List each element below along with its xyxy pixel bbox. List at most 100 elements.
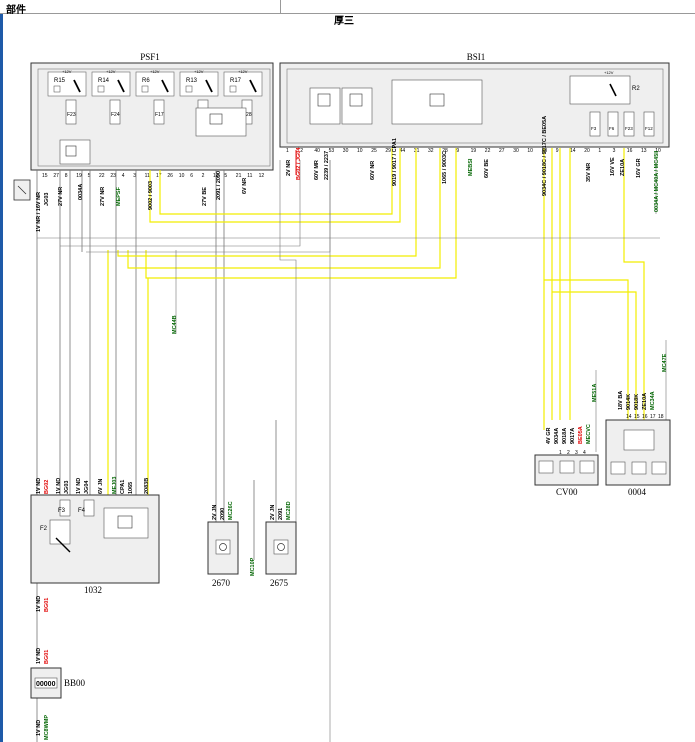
bsi1-pin-number: 10 <box>655 148 661 154</box>
bsi1-module-main-icon <box>429 93 445 107</box>
psf1-fuse <box>109 99 121 125</box>
psf1-pin-number: 15 <box>42 173 48 179</box>
c1032-conn-1: 1V ND <box>36 478 42 494</box>
bsi1-pin-number: 10 <box>357 148 363 154</box>
yellow-wire-1 <box>149 148 401 223</box>
comp-bb00-box[interactable]: 00000 <box>30 667 62 699</box>
psf1-fuse <box>153 99 165 125</box>
psf1-relay-coil <box>73 79 81 93</box>
psf1-pin-number: 8 <box>65 173 68 179</box>
psf1-module-left <box>59 139 91 165</box>
bsi1-fuse-label: F23 <box>625 126 633 131</box>
mass-me44b: MC44B <box>172 315 178 334</box>
bsi1-pin-number: 1 <box>286 148 289 154</box>
c2670-wire-2: MC26C <box>228 501 234 520</box>
bsi1-module-2-icon <box>349 93 363 107</box>
c2675-wire-2: MC28D <box>286 501 292 520</box>
comp-0004-box[interactable] <box>605 419 671 486</box>
bsi1-relay-box <box>569 75 631 105</box>
c0004-wire-1: 9014K <box>626 394 632 410</box>
bsi1-relay-coil <box>609 83 617 97</box>
psf1-relay-coil <box>205 79 213 93</box>
bsi1-fuse-label: F3 <box>591 126 597 131</box>
psf1-relay-4 <box>179 71 219 97</box>
psf1-fuse <box>65 99 77 125</box>
comp-cv00-box[interactable] <box>534 454 599 486</box>
c2675-conn: 2V JN <box>270 505 276 520</box>
bsi1-pin-number: 2 <box>300 148 303 154</box>
yellow-wire-0004c <box>623 148 645 420</box>
bsi1-pin-number: 40 <box>314 148 320 154</box>
bsi1-pin-number: 25 <box>371 148 377 154</box>
comp-1032-name: 1032 <box>84 585 102 595</box>
psf1-conn-2-wire: 0034A <box>78 184 84 200</box>
bsi1-pin-number: 10 <box>527 148 533 154</box>
cv00-pin-2: 2 <box>567 450 570 456</box>
c1032-conn-2-wire: JG03 <box>64 481 70 494</box>
psf1-pin-number: 4 <box>122 173 125 179</box>
wire-harness <box>36 148 667 742</box>
mass-labels: MC44B ME51A MC47E MC10P <box>172 315 668 576</box>
psf1-pin-number: 5 <box>224 173 227 179</box>
bsi1-pin-number: 14 <box>570 148 576 154</box>
bsi1-conn-9-wire: ZE10A <box>620 159 626 176</box>
cv00-pin-1: 1 <box>559 450 562 456</box>
c0004-pin-1: 14 <box>626 414 632 420</box>
psf1-relay-label: R17 <box>230 78 242 84</box>
c0004-pin-2: 15 <box>634 414 640 420</box>
psf1-supply-label: +12V <box>106 69 116 74</box>
psf1-conn-5-wire: 2091 / 2090 <box>216 171 222 200</box>
psf1-relay-label: R13 <box>186 78 198 84</box>
psf1-relay-label: R15 <box>54 78 66 84</box>
tab-label: 部件 <box>6 5 26 16</box>
psf1-relay-1 <box>47 71 87 97</box>
bsi1-pin-number: 13 <box>641 148 647 154</box>
bb00-top-wire: BG01 <box>44 650 50 664</box>
bsi1-pin-number: 31 <box>414 148 420 154</box>
psf1-pin-number: 23 <box>110 173 116 179</box>
bsi1-pin-number: 53 <box>329 148 335 154</box>
bsi1-conn-1: 2V NR <box>286 160 292 176</box>
psf1-relay-coil <box>161 79 169 93</box>
comp-1032-box[interactable] <box>30 494 160 584</box>
comp-2675-box[interactable] <box>265 521 297 575</box>
comp-0004-labels: 18V BA 9014K 9018K ZE10A MC34A 14 15 16 … <box>618 391 664 420</box>
bsi1-conn-6: 60V BE <box>484 159 490 178</box>
top-header-bar: 部件 <box>0 0 695 16</box>
psf1-pin-number: 21 <box>236 173 242 179</box>
mass-me51a: ME51A <box>592 384 598 402</box>
bsi1-fuse-label: F12 <box>645 126 653 131</box>
psf1-pin-number: 22 <box>99 173 105 179</box>
psf1-relay-coil <box>117 79 125 93</box>
psf1-supply-label: +12V <box>194 69 204 74</box>
bb00-top-conn: 1V ND <box>36 648 42 664</box>
yellow-wire-2 <box>159 148 393 215</box>
psf1-module-icon <box>65 145 77 157</box>
tab-cell[interactable]: 部件 <box>0 0 281 16</box>
bsi1-conn-8: 35V NR <box>586 163 592 182</box>
comp-2670-box[interactable] <box>207 521 239 575</box>
psf1-pin-number: 10 <box>179 173 185 179</box>
psf1-conn-5: 27V BE <box>202 187 208 206</box>
psf1-supply-label: +12V <box>238 69 248 74</box>
fuse-f4: F4 <box>78 508 86 514</box>
bsi1-pin-number: 3 <box>613 148 616 154</box>
psf1-pin-number: 11 <box>145 173 150 179</box>
fuse-f3: F3 <box>58 508 66 514</box>
bsi1-pin-number: 1 <box>598 148 601 154</box>
bsi1-conn-7: 9034C / 9018C / 9017C / BE05A <box>542 116 548 196</box>
c0004-wire-4: MC34A <box>650 391 656 410</box>
psf1-relay-coil <box>249 79 257 93</box>
c1032-bottom-conn: 1V ND <box>36 596 42 612</box>
psf1-fuse-label: F28 <box>243 112 252 118</box>
psf1-pin-number: 11 <box>247 173 252 179</box>
comp-2670-labels: 2V JN 2090 MC26C <box>212 501 234 520</box>
bsi1-conn-4: 1065 / 9003C <box>442 151 448 184</box>
c1032-conn-1-wire: BG02 <box>44 480 50 494</box>
comp-bb00-name: BB00 <box>64 678 86 688</box>
bsi1-pin-number: 22 <box>485 148 491 154</box>
cv00-conn: 4V GR <box>546 427 552 444</box>
c1032-conn-2: 1V ND <box>56 478 62 494</box>
yellow-wire-0004a <box>544 279 629 420</box>
